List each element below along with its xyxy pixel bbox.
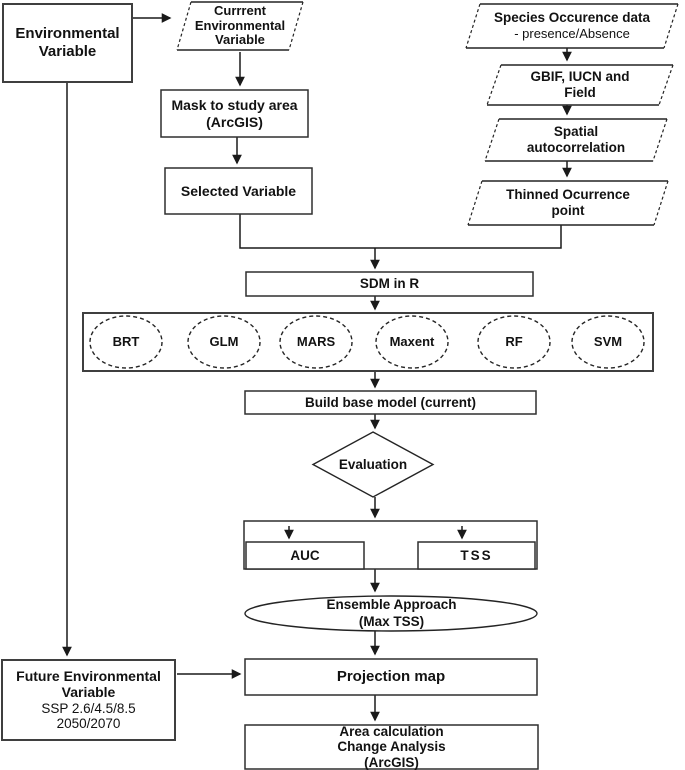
- model-maxent-label: Maxent: [389, 334, 435, 350]
- evaluation-label: Evaluation: [338, 457, 408, 473]
- glm-circle: [187, 315, 261, 369]
- future-environmental-variable-title: Future Environmental Variable: [16, 668, 161, 701]
- rf-circle: [477, 315, 551, 369]
- svm-circle: [571, 315, 645, 369]
- mars-circle: [279, 315, 353, 369]
- ensemble-approach-label: Ensemble Approach (Max TSS): [326, 597, 457, 629]
- environmental-variable-box: [2, 3, 133, 83]
- thinned-occurrence-point-shape: [467, 180, 669, 226]
- species-occurrence-subtitle: - presence/Absence: [514, 26, 630, 42]
- future-environmental-variable-label: Future Environmental Variable SSP 2.6/4.…: [2, 660, 175, 740]
- selected-variable-box: [164, 167, 313, 215]
- model-mars-label: MARS: [296, 334, 336, 350]
- models-container-box: [82, 312, 654, 372]
- evaluation-diamond: [311, 431, 435, 498]
- model-svm-label: SVM: [593, 334, 623, 350]
- merge-line: [239, 214, 562, 249]
- spatial-autocorrelation-label: Spatial autocorrelation: [526, 124, 626, 155]
- maxent-circle: [375, 315, 449, 369]
- species-occurrence-title: Species Occurence data: [493, 10, 651, 26]
- environmental-variable-label: Environmental Variable: [15, 25, 120, 60]
- future-environmental-variable-box: [1, 659, 176, 741]
- projection-map-label: Projection map: [336, 668, 446, 686]
- tss-box: [417, 541, 536, 570]
- build-base-model-label: Build base model (current): [304, 394, 477, 410]
- gbif-iucn-field-label: GBIF, IUCN and Field: [530, 69, 630, 100]
- brt-circle: [89, 315, 163, 369]
- model-brt-label: BRT: [112, 334, 140, 350]
- current-environmental-variable-shape: [176, 1, 304, 51]
- species-occurrence-data-label: Species Occurence data - presence/Absenc…: [466, 4, 678, 48]
- ensemble-approach-ellipse: [244, 595, 538, 632]
- area-calculation-box: [244, 724, 539, 770]
- model-rf-label: RF: [505, 334, 523, 350]
- gbif-iucn-field-shape: [486, 64, 674, 106]
- mask-to-study-area-label: Mask to study area (ArcGIS): [171, 96, 298, 130]
- tss-label: TSS: [460, 547, 493, 563]
- future-environmental-variable-subtitle: SSP 2.6/4.5/8.5 2050/2070: [41, 700, 136, 732]
- build-base-model-box: [244, 390, 537, 415]
- mask-to-study-area-box: [160, 89, 309, 138]
- species-occurrence-data-shape: [465, 3, 679, 49]
- sdm-in-r-box: [245, 271, 534, 297]
- model-glm-label: GLM: [209, 334, 239, 350]
- sdm-in-r-label: SDM in R: [359, 276, 420, 292]
- current-environmental-variable-label: Currrent Environmental Variable: [194, 2, 286, 48]
- thinned-occurrence-point-label: Thinned Ocurrence point: [506, 187, 630, 218]
- area-calculation-label: Area calculation Change Analysis (ArcGIS…: [337, 724, 446, 770]
- spatial-autocorrelation-shape: [484, 118, 668, 162]
- projection-map-box: [244, 658, 538, 696]
- auc-label: AUC: [290, 547, 320, 563]
- selected-variable-label: Selected Variable: [180, 182, 297, 199]
- auc-box: [245, 541, 365, 570]
